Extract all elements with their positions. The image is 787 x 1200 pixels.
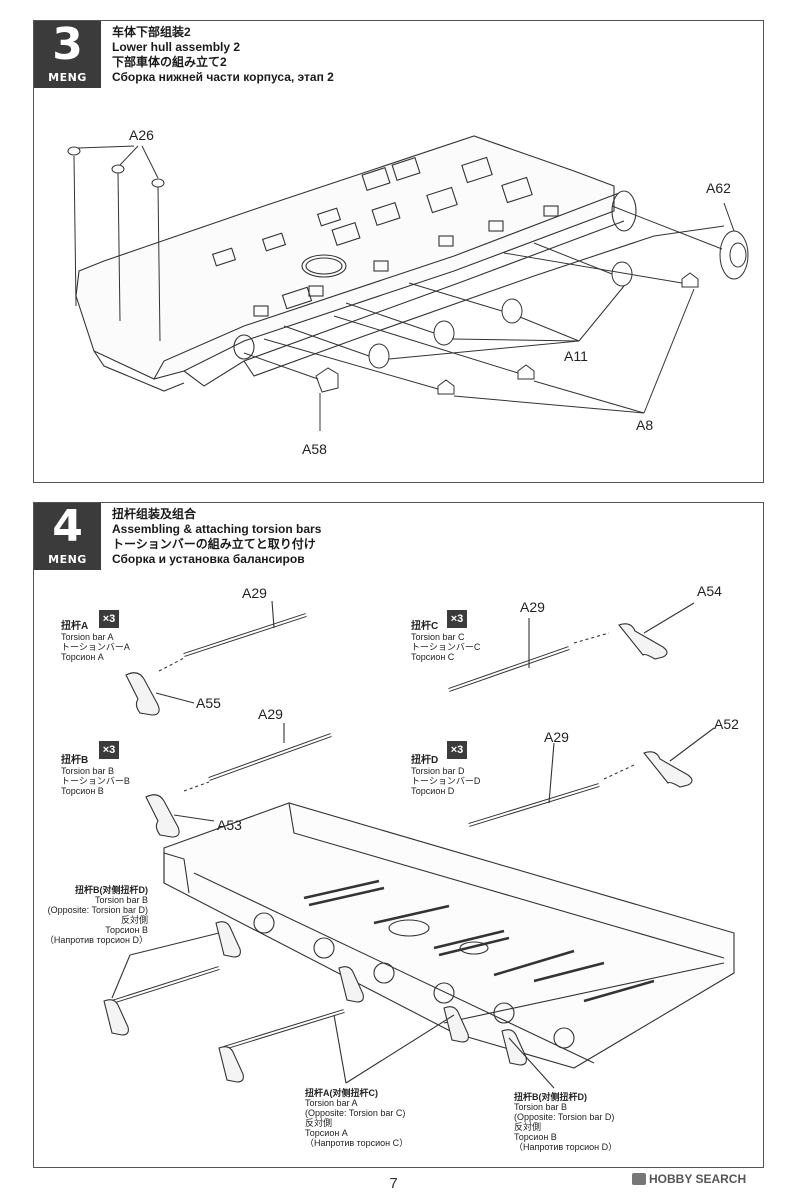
step-3-panel: 3 MENG 车体下部组装2 Lower hull assembly 2 下部車… bbox=[33, 19, 764, 483]
callout-bar-b-opposite-d: 扭杆B(对侧扭杆D) Torsion bar B (Opposite: Tors… bbox=[44, 885, 148, 945]
quantity-badge-c: ×3 bbox=[447, 610, 467, 628]
part-label-a52: A52 bbox=[714, 716, 739, 732]
lower-hull-drawing bbox=[67, 135, 749, 431]
part-label-a53: A53 bbox=[217, 817, 242, 833]
watermark: HOBBY SEARCH bbox=[632, 1172, 746, 1186]
part-label-a58: A58 bbox=[302, 441, 327, 457]
step-title-ja: トーションバーの組み立てと取り付け bbox=[112, 537, 316, 551]
step-title-block: 扭杆组装及组合 Assembling & attaching torsion b… bbox=[112, 507, 321, 567]
step-number-badge: 4 MENG bbox=[34, 501, 101, 570]
page-number: 7 bbox=[389, 1175, 398, 1192]
torsion-bar-c-label: 扭杆C Torsion bar C トーションバーC Торсион C bbox=[411, 621, 481, 663]
part-label-a26: A26 bbox=[129, 127, 154, 143]
hobby-search-logo-icon bbox=[632, 1173, 646, 1185]
quantity-badge-b: ×3 bbox=[99, 741, 119, 759]
step-title-zh: 车体下部组装2 bbox=[112, 25, 191, 39]
step-title-en: Lower hull assembly 2 bbox=[112, 40, 241, 54]
callout-bar-a-opposite-c: 扭杆A(对侧扭杆C) Torsion bar A (Opposite: Tors… bbox=[305, 1088, 409, 1148]
part-label-a62: A62 bbox=[706, 180, 731, 196]
torsion-bar-b-label: 扭杆B Torsion bar B トーションバーB Торсион B bbox=[61, 755, 130, 797]
step-title-ru: Сборка и установка балансиров bbox=[112, 552, 305, 566]
part-label-a29-1: A29 bbox=[242, 585, 267, 601]
step-number-badge: 3 MENG bbox=[34, 19, 101, 88]
step-title-zh: 扭杆组装及组合 bbox=[112, 507, 197, 521]
torsion-bar-a-label: 扭杆A Torsion bar A トーションバーA Торсион A bbox=[61, 621, 130, 663]
brand-logo: MENG bbox=[48, 71, 87, 84]
torsion-bar-d-label: 扭杆D Torsion bar D トーションバーD Торсион D bbox=[411, 755, 481, 797]
quantity-badge-d: ×3 bbox=[447, 741, 467, 759]
part-label-a8: A8 bbox=[636, 417, 654, 433]
callout-bar-b-opposite-d-right: 扭杆B(对侧扭杆D) Torsion bar B (Opposite: Tors… bbox=[514, 1092, 618, 1152]
step-number: 4 bbox=[52, 501, 83, 552]
part-label-a55: A55 bbox=[196, 695, 221, 711]
part-label-a54: A54 bbox=[697, 583, 722, 599]
step-title-en: Assembling & attaching torsion bars bbox=[112, 522, 322, 536]
part-label-a29-4: A29 bbox=[544, 729, 569, 745]
part-label-a29-3: A29 bbox=[258, 706, 283, 722]
part-label-a29-2: A29 bbox=[520, 599, 545, 615]
step-4-panel: 4 MENG 扭杆组装及组合 Assembling & attaching to… bbox=[33, 501, 764, 1168]
step-title-block: 车体下部组装2 Lower hull assembly 2 下部車体の組み立て2… bbox=[112, 25, 334, 85]
brand-logo: MENG bbox=[48, 553, 87, 566]
step-title-ru: Сборка нижней части корпуса, этап 2 bbox=[112, 70, 334, 84]
quantity-badge-a: ×3 bbox=[99, 610, 119, 628]
step-title-ja: 下部車体の組み立て2 bbox=[112, 55, 227, 69]
part-label-a11: A11 bbox=[564, 348, 588, 364]
torsion-bar-drawing bbox=[103, 600, 735, 1089]
step-number: 3 bbox=[52, 19, 83, 70]
